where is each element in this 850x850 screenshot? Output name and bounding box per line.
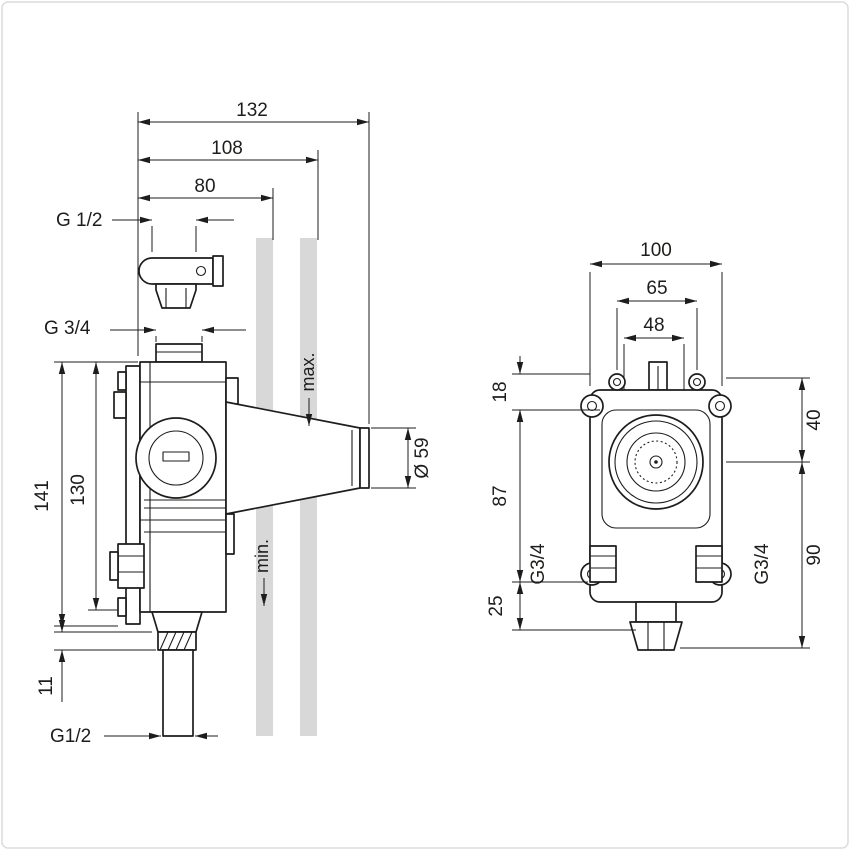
extension-lines — [512, 373, 636, 631]
dim-100-label: 100 — [640, 240, 672, 261]
wall-range-labels: max. min. — [252, 352, 318, 606]
screw-boss-top-left — [608, 373, 626, 391]
wall-min-label: min. — [252, 539, 272, 573]
side-port-right — [695, 545, 723, 583]
spindle-center — [649, 455, 663, 469]
dim-108-label: 108 — [211, 138, 243, 159]
outlet-hex-lines — [647, 622, 665, 650]
side-top-dimensions: 132 108 80 — [137, 100, 370, 424]
front-view: 100 65 48 — [486, 240, 825, 651]
dim-25-label: 25 — [486, 595, 507, 616]
outlet-neck — [635, 601, 677, 623]
corner-lobe-top-left — [580, 394, 604, 418]
valve-cartridge-outer — [135, 417, 217, 499]
side-view: 132 108 80 G 1/2 G 3/4 — [32, 100, 433, 747]
screw-boss-top-right — [688, 373, 706, 391]
dim-18-label: 18 — [490, 381, 511, 402]
side-height-dimensions: 141 130 11 — [32, 361, 156, 702]
screw-hole-top-left — [612, 377, 622, 387]
spindle-spline — [634, 440, 678, 484]
thread-g34-upper-label: G 3/4 — [44, 318, 91, 339]
outlet-hex — [629, 621, 683, 651]
extension-lines — [589, 272, 723, 392]
corner-hole-top-right — [714, 400, 726, 412]
extension-lines — [155, 336, 203, 342]
spindle-cone — [225, 401, 370, 515]
thread-top-dimension: G 1/2 — [56, 210, 234, 252]
dim-132-label: 132 — [236, 100, 268, 121]
dim-141-label: 141 — [32, 480, 53, 512]
valve-body-front — [580, 361, 732, 651]
housing-step-top — [225, 377, 239, 405]
check-valve-fitting — [138, 255, 224, 309]
mounting-tab-top — [117, 371, 127, 391]
dim-65-label: 65 — [646, 278, 667, 299]
thread-g34-left-label: G3/4 — [528, 543, 549, 585]
dim-40-label: 40 — [804, 409, 825, 430]
thread-g34-right-label: G3/4 — [752, 543, 773, 585]
valve-cartridge-inner — [148, 430, 204, 486]
extension-lines — [137, 112, 370, 424]
front-right-dimensions: 40 90 G3/4 — [680, 377, 825, 649]
extension-lines — [151, 226, 197, 252]
side-port-right-lines — [696, 555, 722, 569]
dim-80-label: 80 — [194, 176, 215, 197]
cone — [225, 401, 361, 515]
spindle-ring — [614, 420, 698, 504]
front-top-dimensions: 100 65 48 — [589, 240, 723, 392]
corner-lobe-top-right — [708, 394, 732, 418]
side-port-block — [117, 543, 145, 589]
spindle-center-dot — [654, 460, 658, 464]
top-port — [155, 343, 203, 363]
thread-hatching — [159, 631, 193, 651]
screw-hole-top-right — [692, 377, 702, 387]
side-port-left — [589, 545, 617, 583]
outlet-nut — [151, 611, 203, 633]
cone-tip — [359, 427, 370, 489]
dim-11-label: 11 — [36, 676, 57, 696]
side-port-stub — [109, 551, 119, 581]
side-port-lines — [118, 555, 144, 573]
dim-90-label: 90 — [804, 544, 825, 565]
valve-body-side — [109, 343, 239, 737]
fitting-hex-collar — [155, 283, 197, 309]
extension-lines — [680, 377, 810, 649]
dim-87-label: 87 — [490, 485, 511, 506]
fitting-hole — [195, 265, 207, 277]
spindle-inner — [626, 432, 686, 492]
outlet-pipe — [162, 649, 194, 737]
front-left-dimensions: 18 87 25 G3/4 — [486, 356, 636, 631]
dim-48-label: 48 — [643, 315, 664, 336]
fitting-body — [138, 257, 214, 285]
cartridge-slot — [162, 451, 190, 462]
extension-lines — [371, 427, 416, 489]
housing-step-bottom — [225, 513, 235, 555]
thread-upper-dimension: G 3/4 — [44, 318, 246, 342]
side-port-left-lines — [590, 555, 616, 569]
thread-g12-bottom-label: G1/2 — [50, 726, 91, 747]
wall-max-label: max. — [298, 352, 318, 391]
recess-square — [601, 409, 711, 529]
thread-bottom-dimension: G1/2 — [50, 726, 218, 747]
mounting-clip — [113, 391, 127, 419]
dim-130-label: 130 — [68, 474, 89, 506]
fitting-hex-lines — [165, 288, 187, 308]
mounting-tab-bottom — [117, 597, 127, 617]
thread-g12-top-label: G 1/2 — [56, 210, 102, 231]
dim-d59-label: Ø 59 — [412, 437, 433, 478]
fitting-cap — [212, 255, 224, 287]
diameter-dimension: Ø 59 — [371, 427, 433, 489]
